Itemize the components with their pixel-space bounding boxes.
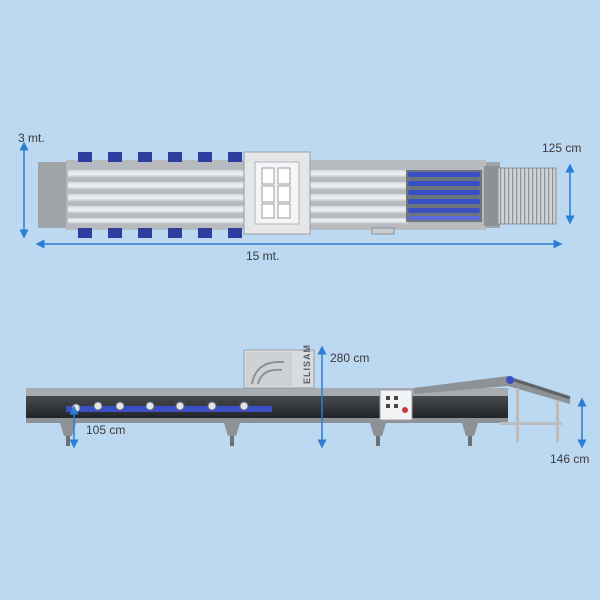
side-view: ELISAM [26,344,571,446]
height-cabinet-label: 280 cm [330,351,369,365]
height-belt-label: 105 cm [86,423,125,437]
side-dimensions: 280 cm 105 cm 146 cm [69,345,589,466]
top-cabinet [243,151,311,235]
top-motors-lower [78,227,395,238]
top-motors-upper [78,152,242,162]
top-dimensions: 3 mt. 15 mt. 125 cm [18,131,581,263]
brand-label: ELISAM [302,344,312,384]
length-label: 15 mt. [246,249,279,263]
top-blue-lanes [406,170,482,222]
side-frame-top [26,388,508,398]
side-incline [414,376,571,442]
side-legs [60,423,478,446]
top-discharge [484,166,557,226]
side-cabinet: ELISAM [243,344,315,389]
top-view [38,151,557,238]
height-top-label: 3 mt. [18,131,45,145]
width-end-label: 125 cm [542,141,581,155]
top-rails [68,170,408,224]
height-end-label: 146 cm [550,452,589,466]
side-control-panel [379,389,413,421]
